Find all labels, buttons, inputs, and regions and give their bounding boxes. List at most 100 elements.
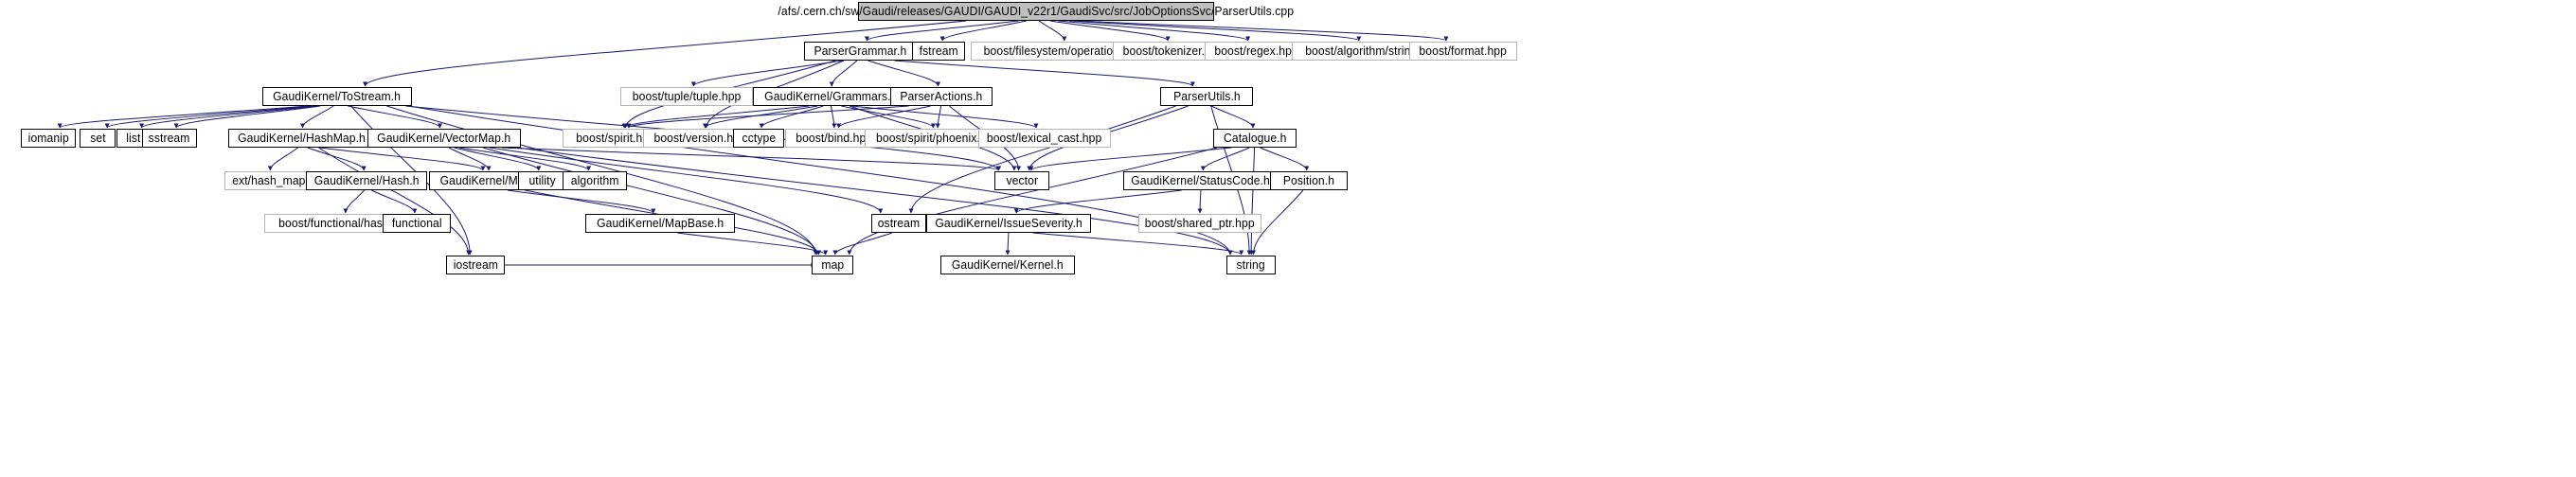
graph-node-position[interactable]: Position.h (1270, 171, 1348, 190)
graph-edge-statuscode-to-boostshared (1197, 189, 1203, 214)
graph-node-iostream[interactable]: iostream (446, 256, 505, 274)
graph-node-string[interactable]: string (1226, 256, 1276, 274)
node-label: set (89, 131, 106, 145)
graph-edge-catalogue-to-vector (1029, 147, 1232, 171)
node-label: Catalogue.h (1223, 131, 1287, 145)
node-label: ext/hash_map (232, 173, 306, 187)
graph-edge-hashmaph-to-hashh (307, 147, 367, 171)
node-label: boost/functional/hash.hpp (277, 216, 412, 230)
node-label: algorithm (570, 173, 619, 187)
graph-node-map[interactable]: map (812, 256, 853, 274)
node-label: boost/tokenizer.hpp (1122, 44, 1225, 58)
graph-edge-root-to-boostformat (1079, 20, 1449, 42)
graph-node-boostshared[interactable]: boost/shared_ptr.hpp (1138, 214, 1261, 233)
graph-node-mapbase[interactable]: GaudiKernel/MapBase.h (585, 214, 735, 233)
node-label: list (126, 131, 141, 145)
node-label: sstream (149, 131, 190, 145)
graph-edge-vectormaph-to-utility (454, 147, 542, 171)
node-label: utility (528, 173, 557, 187)
graph-node-hashmaph[interactable]: GaudiKernel/HashMap.h (228, 129, 374, 148)
graph-edge-parsergrammar-to-parserutils (894, 60, 1195, 87)
graph-edge-vectormaph-to-ostream (489, 147, 884, 214)
graph-edge-parseractions-to-boostbind (836, 105, 931, 129)
node-label: functional (391, 216, 442, 230)
graph-node-boostbind[interactable]: boost/bind.hpp (785, 129, 884, 148)
graph-node-boostformat[interactable]: boost/format.hpp (1409, 42, 1517, 61)
graph-node-boosttok[interactable]: boost/tokenizer.hpp (1113, 42, 1234, 61)
graph-edge-catalogue-to-position (1260, 147, 1310, 171)
graph-node-iomanip[interactable]: iomanip (21, 129, 76, 148)
graph-edge-vectormaph-to-vector (501, 147, 1001, 171)
node-label: GaudiKernel/StatusCode.h (1131, 173, 1271, 187)
graph-edge-hashmaph-to-maph (319, 147, 486, 171)
graph-edge-issueseverity-to-string (1032, 232, 1244, 256)
graph-edge-parsergrammar-to-grammars (829, 60, 858, 87)
graph-node-vectormaph[interactable]: GaudiKernel/VectorMap.h (367, 129, 521, 148)
graph-edge-root-to-parsergrammar (864, 20, 1019, 42)
graph-node-utility[interactable]: utility (518, 171, 567, 190)
graph-edge-position-to-string (1250, 189, 1304, 256)
graph-node-cctype[interactable]: cctype (733, 129, 784, 148)
graph-node-boostversion[interactable]: boost/version.hpp (643, 129, 757, 148)
graph-edge-root-to-boostfs (1038, 20, 1067, 42)
node-label: boost/filesystem/operations.hpp (983, 44, 1148, 58)
graph-node-ostream[interactable]: ostream (871, 214, 926, 233)
node-label: boost/algorithm/string.hpp (1304, 44, 1440, 58)
node-label: GaudiKernel/HashMap.h (237, 131, 366, 145)
graph-node-parseractions[interactable]: ParserActions.h (890, 87, 993, 106)
node-label: iomanip (27, 131, 69, 145)
graph-node-hashh[interactable]: GaudiKernel/Hash.h (306, 171, 427, 190)
graph-edge-grammars-to-boostlexical (851, 105, 1039, 129)
graph-node-boosttuple[interactable]: boost/tuple/tuple.hpp (620, 87, 753, 106)
graph-edge-mapbase-to-map (677, 232, 829, 256)
graph-node-catalogue[interactable]: Catalogue.h (1213, 129, 1297, 148)
graph-edge-grammars-to-cctype (759, 105, 824, 129)
node-label: boost/regex.hpp (1214, 44, 1299, 58)
node-label: GaudiKernel/MapBase.h (596, 216, 724, 230)
graph-edge-ostream-to-map (832, 232, 893, 256)
node-label: boost/tuple/tuple.hpp (632, 89, 742, 103)
graph-node-grammars[interactable]: GaudiKernel/Grammars.h (753, 87, 908, 106)
graph-edge-catalogue-to-map (847, 147, 1218, 256)
graph-node-kernelh[interactable]: GaudiKernel/Kernel.h (940, 256, 1075, 274)
graph-node-boostregex[interactable]: boost/regex.hpp (1205, 42, 1309, 61)
node-label: GaudiKernel/Hash.h (313, 173, 420, 187)
graph-edge-tostream-to-sstream (173, 105, 321, 129)
graph-edge-parseractions-to-boostphoenix (935, 105, 942, 129)
node-label: ParserActions.h (900, 89, 983, 103)
graph-node-statuscode[interactable]: GaudiKernel/StatusCode.h (1123, 171, 1279, 190)
graph-edge-hashh-to-functional (371, 189, 418, 214)
graph-edge-tostream-to-list (139, 105, 317, 129)
graph-node-functional[interactable]: functional (383, 214, 451, 233)
graph-node-boostlexical[interactable]: boost/lexical_cast.hpp (978, 129, 1111, 148)
graph-node-tostream[interactable]: GaudiKernel/ToStream.h (262, 87, 412, 106)
graph-edge-parsergrammar-to-boosttuple (690, 60, 843, 87)
graph-node-vector[interactable]: vector (994, 171, 1049, 190)
graph-edge-hashmaph-to-exthashmap (267, 147, 298, 171)
graph-node-parserutils[interactable]: ParserUtils.h (1160, 87, 1253, 106)
graph-edge-grammars-to-boostbind (830, 105, 837, 129)
node-label: map (821, 257, 844, 272)
node-label: GaudiKernel/Kernel.h (952, 257, 1064, 272)
graph-node-boostspirit[interactable]: boost/spirit.hpp (563, 129, 669, 148)
graph-edge-vectormaph-to-map (482, 147, 820, 256)
graph-edge-tostream-to-hashmaph (300, 105, 334, 129)
graph-node-algorithm[interactable]: algorithm (563, 171, 627, 190)
graph-node-fstream[interactable]: fstream (912, 42, 965, 61)
node-label: fstream (919, 44, 958, 58)
graph-edge-catalogue-to-statuscode (1200, 147, 1250, 171)
graph-node-sstream[interactable]: sstream (142, 129, 197, 148)
node-label: GaudiKernel/IssueSeverity.h (935, 216, 1082, 230)
graph-node-parsergrammar[interactable]: ParserGrammar.h (804, 42, 916, 61)
node-label: GaudiKernel/Grammars.h (763, 89, 898, 103)
graph-edge-root-to-fstream (939, 20, 1027, 42)
node-label: iostream (453, 257, 498, 272)
graph-edge-grammars-to-boostphoenix (841, 105, 936, 129)
graph-node-exthashmap[interactable]: ext/hash_map (224, 171, 313, 190)
graph-node-set[interactable]: set (80, 129, 116, 148)
graph-root-node[interactable]: /afs/.cern.ch/sw/Gaudi/releases/GAUDI/GA… (778, 2, 1294, 21)
graph-node-issueseverity[interactable]: GaudiKernel/IssueSeverity.h (926, 214, 1091, 233)
node-label: cctype (742, 131, 776, 145)
graph-edge-root-to-boosttok (1049, 20, 1171, 42)
